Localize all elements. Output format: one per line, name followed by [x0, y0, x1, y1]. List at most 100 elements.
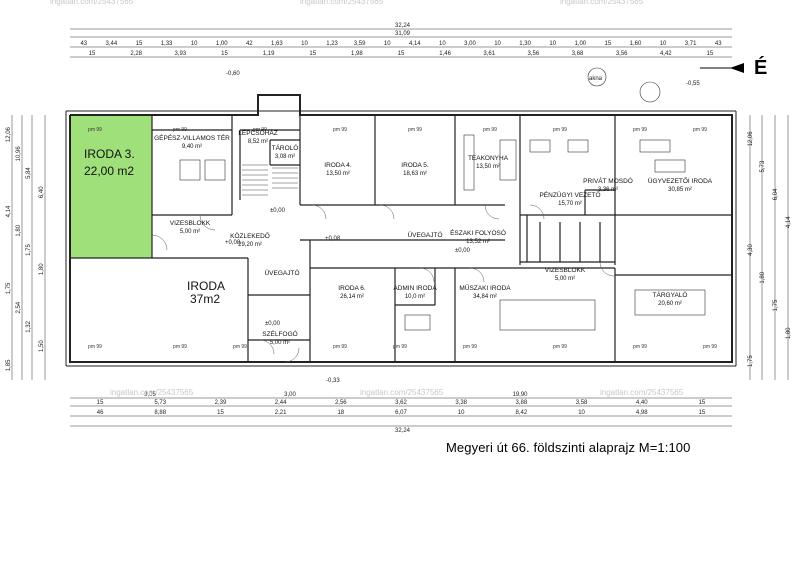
bottom-dimension-lines [70, 397, 732, 427]
dim-label: 3,44 [106, 41, 118, 47]
room-name: PRIVÁT MOSDÓ [583, 176, 633, 185]
room-name-iroda: IRODA [187, 279, 225, 293]
parapet-label: pm 99 [173, 344, 187, 350]
room-name: TÁRGYALÓ [653, 290, 688, 299]
room-area: 13,50 m² [326, 171, 350, 177]
watermark-bottom-2: ingatlan.com/25437565 [360, 388, 444, 397]
dim-label: 12,06 [6, 126, 12, 142]
right-dims: 12,065,736,044,144,301,801,751,801,75 [748, 131, 792, 367]
dim-label: 15 [707, 51, 714, 57]
dim-label: 15 [217, 410, 224, 416]
drawing-caption: Megyeri út 66. földszinti alaprajz M=1:1… [446, 440, 691, 455]
dim-label: 2,39 [215, 400, 227, 406]
dim-label: 1,98 [351, 51, 363, 57]
parapet-label: pm 99 [553, 127, 567, 133]
dim-label: 6,04 [773, 188, 779, 200]
room-name: PÉNZÜGYI VEZETŐ [539, 190, 600, 199]
dim-label: 1,00 [216, 41, 228, 47]
dim-label: 4,42 [660, 51, 672, 57]
room-area: 30,85 m² [668, 187, 692, 193]
dim-label: 15 [605, 41, 612, 47]
room-name: TEAKONYHA [468, 155, 509, 162]
room-area: 3,36 m² [598, 187, 618, 193]
parapet-label: pm 99 [553, 344, 567, 350]
dim-label: 1,85 [6, 359, 12, 371]
dim-bottom-total: 32,24 [395, 428, 411, 434]
dim-label: 46 [97, 410, 104, 416]
dim-label: 1,46 [439, 51, 451, 57]
room-name: MŰSZAKI IRODA [459, 283, 511, 292]
dim-label: 2,44 [275, 400, 287, 406]
dim-label: 1,75 [748, 355, 754, 367]
north-symbol: É [754, 57, 768, 79]
room-area: 15,70 m² [558, 201, 582, 207]
dim-label: 19,90 [512, 392, 528, 398]
dim-label: 43 [80, 41, 87, 47]
dim-label: 1,19 [263, 51, 275, 57]
dim-label: 10 [578, 410, 585, 416]
room-name: ÜVEGAJTÓ [407, 230, 442, 239]
dim-label: 10 [494, 41, 501, 47]
dim-label: 4,14 [6, 205, 12, 217]
level-plus008-1: +0,08 [225, 240, 241, 246]
parapet-label: pm 99 [463, 344, 477, 350]
level-minus033: -0,33 [326, 378, 340, 384]
watermark-bottom-3: ingatlan.com/25437565 [600, 388, 684, 397]
dim-label: 3,00 [284, 392, 296, 398]
room-name: IRODA 6. [338, 285, 366, 292]
parapet-label: pm 99 [703, 344, 717, 350]
level-minus060: -0,60 [226, 71, 240, 77]
dim-label: 15 [89, 51, 96, 57]
parapet-label: pm 99 [633, 344, 647, 350]
room-name: LÉPCSŐHÁZ [238, 128, 277, 137]
dim-label: 3,62 [395, 400, 407, 406]
room-area: 34,84 m² [473, 294, 497, 300]
room-name: IRODA 5. [401, 162, 429, 169]
parapet-label: pm 99 [333, 344, 347, 350]
north-arrow [700, 63, 744, 73]
room-area: 13,50 m² [476, 164, 500, 170]
dim-label: 1,32 [26, 320, 32, 332]
akna-label: akna [589, 76, 603, 82]
dim-label: 1,23 [326, 41, 338, 47]
dim-label: 5,84 [26, 167, 32, 179]
dim-label: 15 [221, 51, 228, 57]
room-area: 13,52 m² [466, 239, 490, 245]
dim-label: 10 [439, 41, 446, 47]
room-area: 5,00 m² [180, 229, 200, 235]
dim-label: 1,80 [39, 263, 45, 275]
dim-label: 3,59 [354, 41, 366, 47]
parapet-label: pm 99 [233, 344, 247, 350]
dim-label: 3,56 [528, 51, 540, 57]
dim-label: 5,73 [760, 160, 766, 172]
room-name: ÜVEGAJTÓ [264, 268, 299, 277]
left-dims: 12,0610,965,846,404,141,801,751,801,752,… [6, 126, 45, 371]
room-area: 26,14 m² [340, 294, 364, 300]
dim-label: 1,30 [519, 41, 531, 47]
parapet-label: pm 99 [173, 127, 187, 133]
dim-label: 10 [458, 410, 465, 416]
dim-label: 3,88 [516, 400, 528, 406]
dim-label: 15 [309, 51, 316, 57]
dim-label: 15 [699, 400, 706, 406]
room-area: 8,52 m² [248, 139, 268, 145]
dim-label: 2,28 [130, 51, 142, 57]
dim-label: 6,40 [39, 186, 45, 198]
interior-walls [70, 115, 732, 362]
dim-label: 8,88 [154, 410, 166, 416]
dim-label: 10 [301, 41, 308, 47]
dim-label: 12,06 [748, 131, 754, 147]
level-zero-3: ±0,00 [265, 321, 281, 327]
dim-label: 4,14 [786, 216, 792, 228]
dim-label: 10,96 [16, 146, 22, 162]
dim-label: 1,80 [786, 327, 792, 339]
top-dimension-lines [70, 28, 732, 58]
furniture [179, 81, 706, 331]
room-area: 9,40 m² [182, 144, 202, 150]
dim-label: 10 [384, 41, 391, 47]
akna-circle [587, 67, 607, 87]
dim-label: 3,93 [174, 51, 186, 57]
dim-label: 4,14 [409, 41, 421, 47]
room-area-iroda-3: 22,00 m2 [84, 164, 134, 178]
